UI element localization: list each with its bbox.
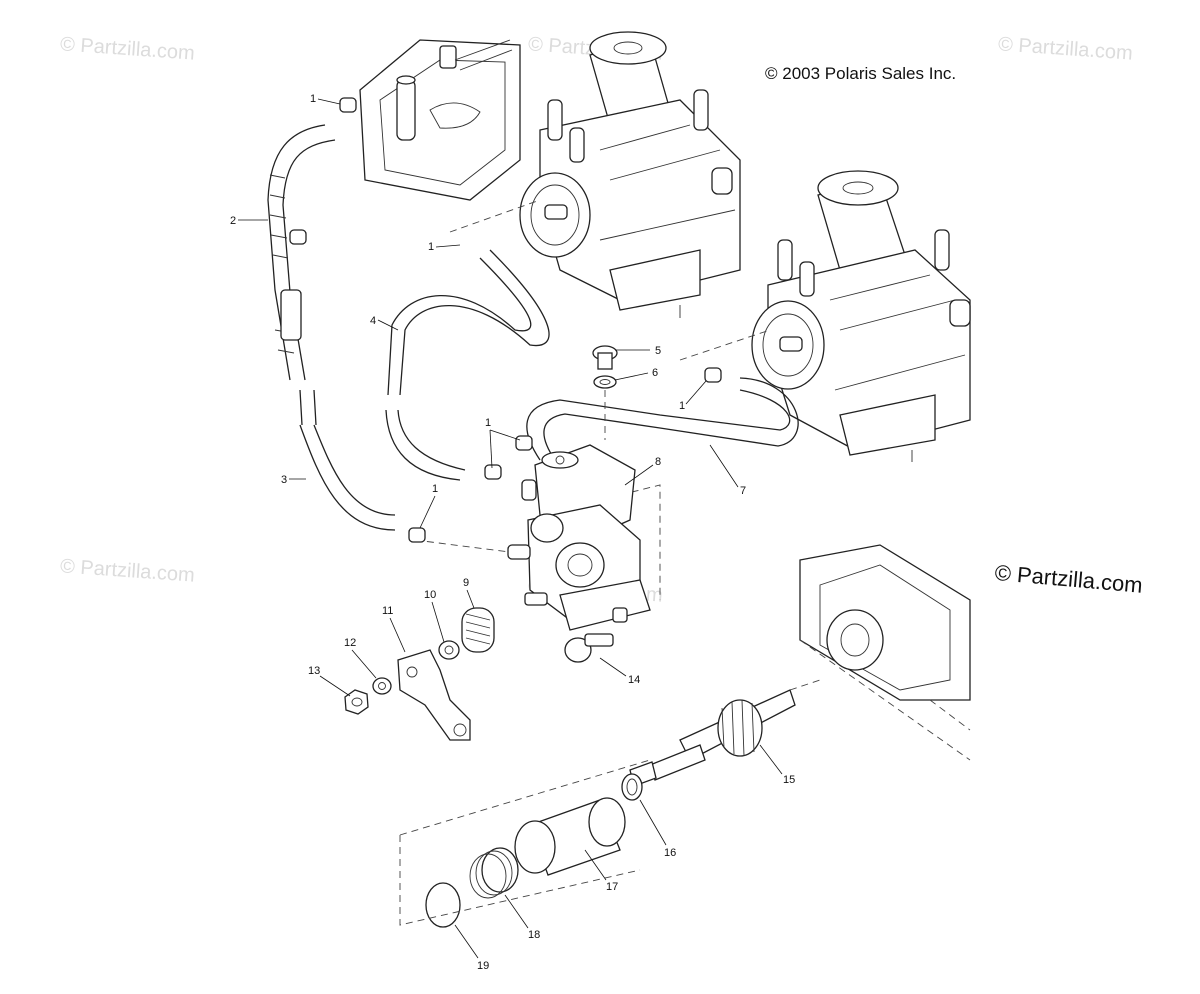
callout-13: 13 bbox=[308, 665, 320, 677]
callout-7: 7 bbox=[740, 485, 746, 497]
engine-block-top bbox=[359, 39, 521, 201]
linkage-parts bbox=[344, 607, 614, 741]
hose-4 bbox=[385, 249, 550, 481]
hose-left bbox=[267, 124, 396, 531]
callout-2: 2 bbox=[230, 215, 236, 227]
callout-1c: 1 bbox=[679, 400, 685, 412]
carburetor-lower bbox=[751, 170, 971, 462]
callout-labels: 1 2 1 4 3 5 6 1 1 8 7 1 9 bbox=[230, 93, 795, 972]
callout-19: 19 bbox=[477, 960, 489, 972]
callout-4: 4 bbox=[370, 315, 376, 327]
hose-7 bbox=[526, 377, 799, 461]
callout-3: 3 bbox=[281, 474, 287, 486]
copyright-notice: © 2003 Polaris Sales Inc. bbox=[765, 64, 957, 83]
callout-14: 14 bbox=[628, 674, 640, 686]
carburetor-upper bbox=[519, 31, 741, 318]
callout-9: 9 bbox=[463, 577, 469, 589]
engine-block-lower bbox=[799, 544, 971, 761]
callout-11: 11 bbox=[382, 605, 393, 617]
callout-1e: 1 bbox=[432, 483, 438, 495]
callout-12: 12 bbox=[344, 637, 356, 649]
hose-clamps bbox=[289, 97, 722, 543]
oil-pump bbox=[507, 444, 651, 631]
callout-1b: 1 bbox=[428, 241, 434, 253]
callout-1d: 1 bbox=[485, 417, 491, 429]
callout-16: 16 bbox=[664, 847, 676, 859]
callout-1a: 1 bbox=[310, 93, 316, 105]
banjo-bolt bbox=[592, 345, 618, 440]
callout-5: 5 bbox=[655, 345, 661, 357]
callout-8: 8 bbox=[655, 456, 661, 468]
drive-shaft bbox=[629, 679, 821, 787]
callout-15: 15 bbox=[783, 774, 795, 786]
callout-10: 10 bbox=[424, 589, 436, 601]
callout-17: 17 bbox=[606, 881, 618, 893]
sleeve-parts bbox=[399, 759, 651, 928]
callout-6: 6 bbox=[652, 367, 658, 379]
callout-18: 18 bbox=[528, 929, 540, 941]
